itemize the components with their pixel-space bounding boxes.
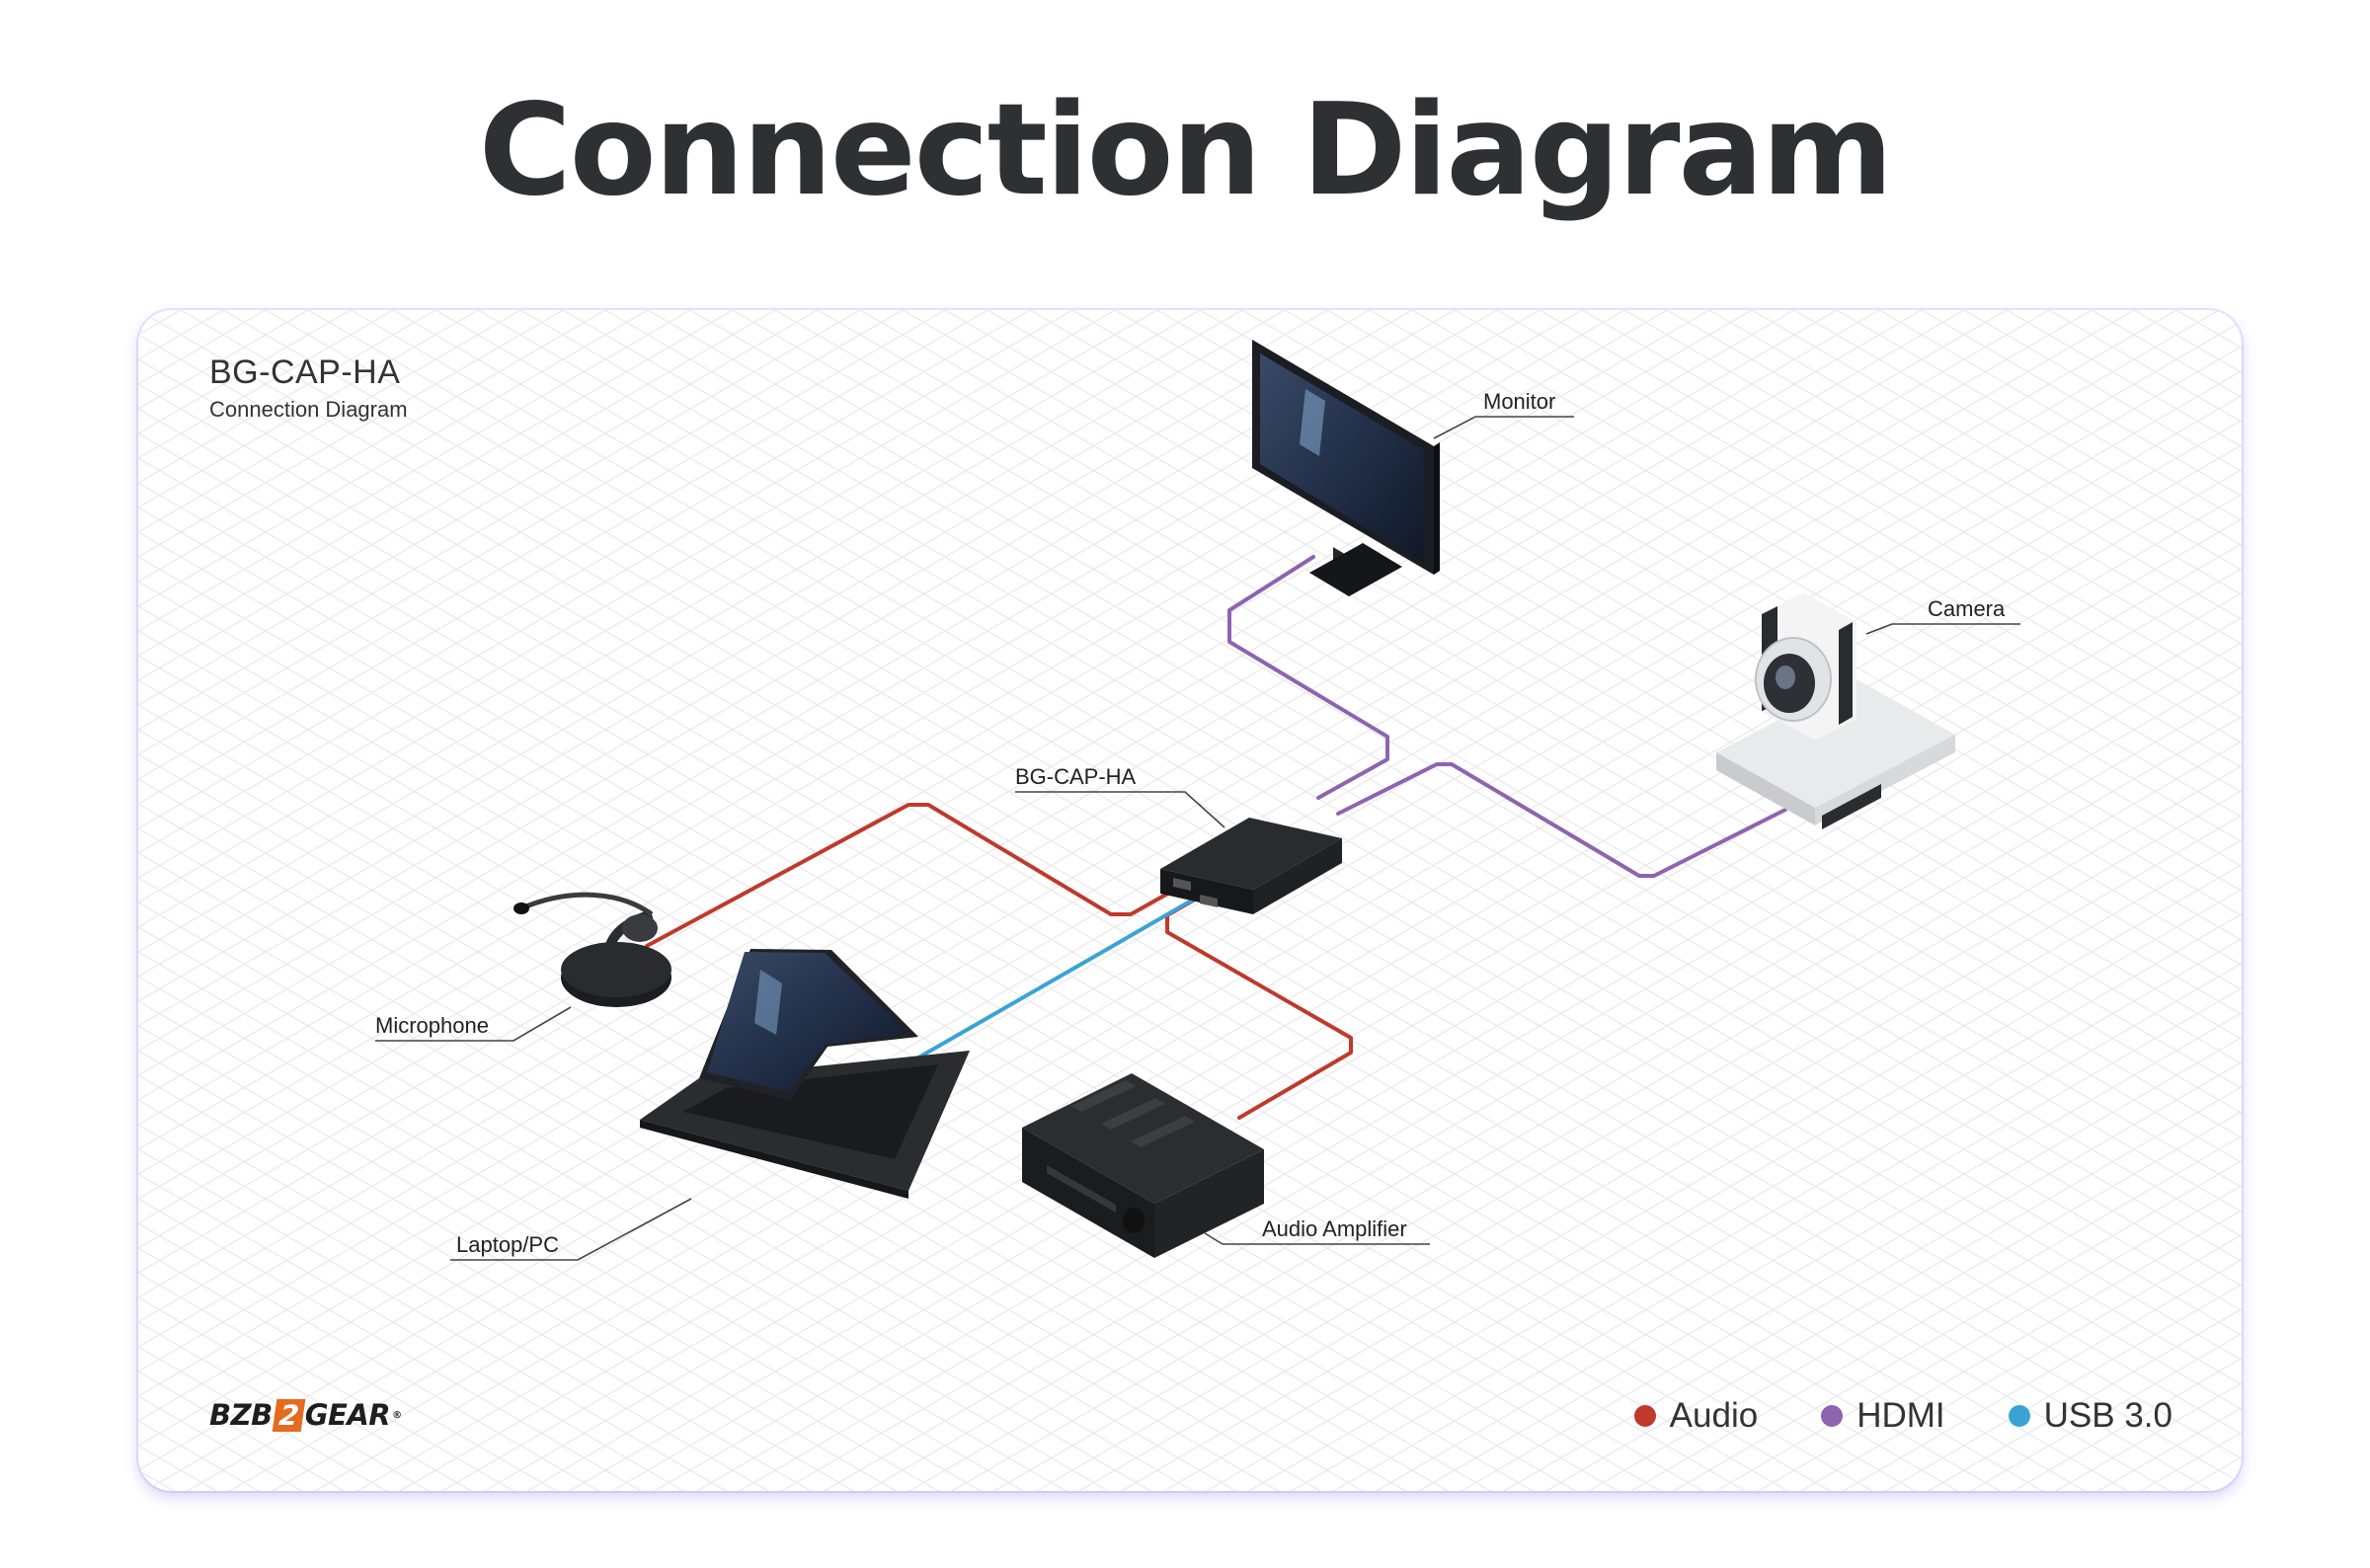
- page-title: Connection Diagram: [478, 77, 1894, 224]
- card-title: BG-CAP-HA: [209, 353, 401, 391]
- audio-amplifier-device: [1022, 1073, 1264, 1258]
- legend-dot-hdmi: [1821, 1405, 1844, 1427]
- audio-cable-microphone: [645, 803, 1189, 948]
- label-laptop: Laptop/PC: [456, 1232, 559, 1257]
- bg-cap-ha-device: [1160, 818, 1342, 914]
- label-microphone: Microphone: [375, 1013, 489, 1038]
- label-audio-amplifier: Audio Amplifier: [1262, 1216, 1407, 1241]
- label-camera: Camera: [1928, 596, 2006, 621]
- leader-monitor: [1433, 416, 1574, 439]
- legend-label-audio: Audio: [1669, 1396, 1759, 1435]
- leader-laptop: [450, 1198, 692, 1261]
- hdmi-cable-camera: [1336, 762, 1787, 878]
- leader-amplifier: [1204, 1232, 1430, 1245]
- legend-dot-usb: [2008, 1405, 2030, 1427]
- diagram-card: BG-CAP-HA Connection Diagram Monitor Cam…: [138, 310, 2242, 1491]
- legend-item-usb: USB 3.0: [2008, 1396, 2172, 1436]
- legend-item-audio: Audio: [1633, 1396, 1759, 1436]
- monitor-device: [1252, 340, 1440, 596]
- leader-microphone: [375, 1006, 572, 1042]
- hdmi-cable-monitor: [1227, 555, 1389, 800]
- legend-item-hdmi: HDMI: [1821, 1396, 1945, 1436]
- camera-device: [1716, 592, 1955, 829]
- legend-dot-audio: [1633, 1405, 1656, 1427]
- usb-cable-laptop: [911, 897, 1197, 1062]
- laptop-device: [640, 949, 970, 1199]
- leader-device: [1015, 791, 1225, 828]
- legend-label-usb: USB 3.0: [2043, 1396, 2172, 1435]
- leader-camera: [1865, 623, 2020, 635]
- microphone-device: [514, 892, 672, 1007]
- label-bg-cap-ha: BG-CAP-HA: [1015, 764, 1137, 789]
- connection-diagram: [138, 310, 2242, 1491]
- legend-label-hdmi: HDMI: [1856, 1396, 1945, 1435]
- card-subtitle: Connection Diagram: [209, 397, 408, 422]
- label-monitor: Monitor: [1483, 389, 1556, 414]
- legend: Audio HDMI USB 3.0: [1633, 1396, 2172, 1436]
